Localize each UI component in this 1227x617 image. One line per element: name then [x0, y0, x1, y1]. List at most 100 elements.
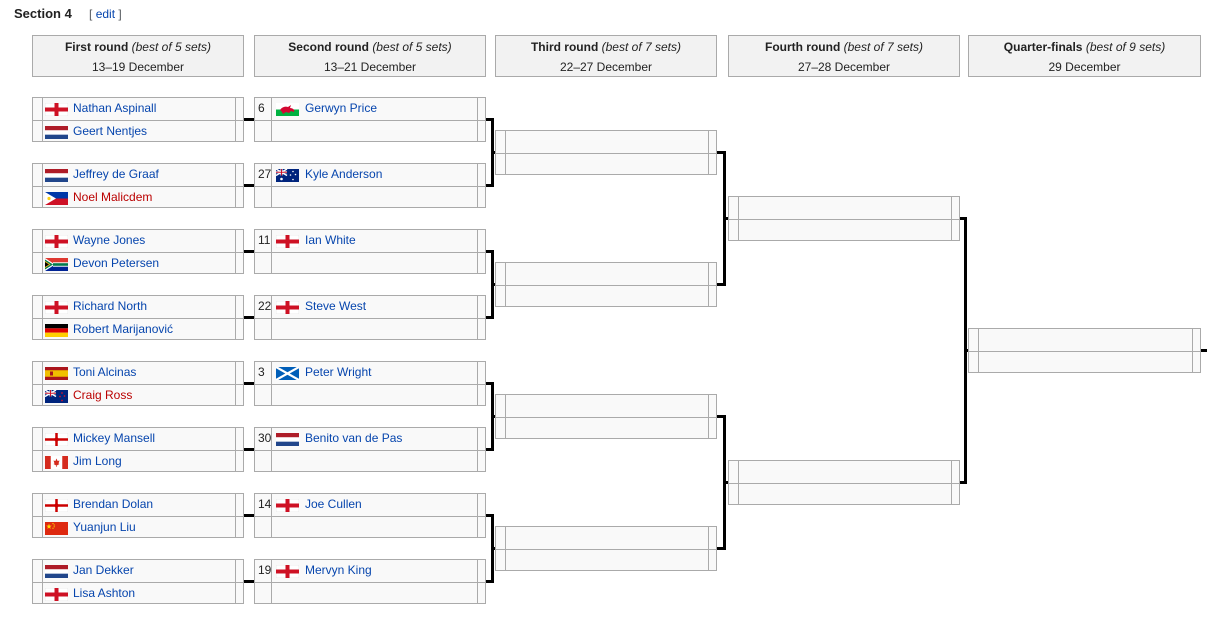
seed-cell: 11	[255, 230, 272, 252]
match-slot: Toni Alcinas	[33, 362, 243, 384]
player-link[interactable]: Craig Ross	[73, 388, 133, 402]
round-name: Second round	[288, 40, 369, 54]
player-link[interactable]: Richard North	[73, 299, 148, 313]
second-round-match: 11 Ian White	[254, 229, 486, 274]
bracket-connector	[960, 217, 964, 220]
seed-cell	[496, 395, 506, 417]
edit-link[interactable]: edit	[95, 7, 116, 21]
match-slot	[255, 450, 485, 472]
round-format: (best of 9 sets)	[1085, 40, 1166, 54]
player-link[interactable]: Jeffrey de Graaf	[73, 167, 159, 181]
match-slot	[496, 395, 716, 417]
score-cell	[235, 121, 243, 142]
score-cell	[235, 253, 243, 274]
bracket-connector	[244, 580, 254, 583]
match-slot: Lisa Ashton	[33, 582, 243, 604]
match-slot	[496, 263, 716, 285]
player-link[interactable]: Devon Petersen	[73, 256, 160, 270]
match-slot: 30 Benito van de Pas	[255, 428, 485, 450]
match-slot: Mickey Mansell	[33, 428, 243, 450]
player-link[interactable]: Mickey Mansell	[73, 431, 156, 445]
bracket-connector	[244, 382, 254, 385]
bracket-connector	[723, 481, 728, 484]
canada-flag-icon	[45, 456, 68, 469]
player-link[interactable]: Steve West	[305, 299, 367, 313]
bracket-connector	[244, 118, 254, 121]
score-cell	[477, 451, 485, 472]
match-slot: Geert Nentjes	[33, 120, 243, 142]
seed-cell	[969, 329, 979, 351]
player-name: Jan Dekker	[73, 560, 134, 581]
england-flag-icon	[45, 588, 68, 601]
bracket-connector	[486, 184, 491, 187]
player-link[interactable]: Jim Long	[73, 454, 122, 468]
round-header-1: First round (best of 5 sets)13–19 Decemb…	[32, 35, 244, 77]
score-cell	[477, 560, 485, 582]
player-link[interactable]: Wayne Jones	[73, 233, 146, 247]
player-link[interactable]: Jan Dekker	[73, 563, 134, 577]
player-link[interactable]: Ian White	[305, 233, 356, 247]
seed-cell	[33, 517, 43, 538]
bracket-connector	[491, 151, 495, 154]
seed-cell	[33, 362, 43, 384]
score-cell	[477, 494, 485, 516]
player-link[interactable]: Nathan Aspinall	[73, 101, 157, 115]
player-link[interactable]: Peter Wright	[305, 365, 372, 379]
round-title-line: Quarter-finals (best of 9 sets)	[969, 37, 1200, 57]
bracket-connector	[717, 283, 723, 286]
player-link[interactable]: Lisa Ashton	[73, 586, 136, 600]
score-cell	[235, 560, 243, 582]
player-name: Devon Petersen	[73, 253, 159, 274]
seed-cell: 19	[255, 560, 272, 582]
score-cell	[477, 253, 485, 274]
player-link[interactable]: Mervyn King	[305, 563, 372, 577]
player-name: Craig Ross	[73, 385, 132, 406]
seed-cell: 30	[255, 428, 272, 450]
round-name: Fourth round	[764, 40, 841, 54]
player-name: Mervyn King	[305, 560, 372, 581]
score-cell	[477, 187, 485, 208]
score-cell	[708, 286, 716, 307]
player-name: Mickey Mansell	[73, 428, 155, 449]
player-name: Peter Wright	[305, 362, 371, 383]
score-cell	[477, 98, 485, 120]
score-cell	[477, 319, 485, 340]
score-cell	[708, 131, 716, 153]
player-link[interactable]: Noel Malicdem	[73, 190, 153, 204]
round-name: Quarter-finals	[1003, 40, 1083, 54]
player-name: Robert Marijanović	[73, 319, 173, 340]
player-link[interactable]: Kyle Anderson	[305, 167, 383, 181]
fourth-round-match	[728, 460, 960, 505]
player-link[interactable]: Toni Alcinas	[73, 365, 137, 379]
england-flag-icon	[276, 235, 299, 248]
round-name: First round	[64, 40, 129, 54]
bracket-connector	[486, 118, 491, 121]
match-slot: Devon Petersen	[33, 252, 243, 274]
player-link[interactable]: Joe Cullen	[305, 497, 362, 511]
round-format: (best of 7 sets)	[601, 40, 682, 54]
player-link[interactable]: Yuanjun Liu	[73, 520, 136, 534]
player-link[interactable]: Geert Nentjes	[73, 124, 148, 138]
spain-flag-icon	[45, 367, 68, 380]
match-slot	[496, 527, 716, 549]
player-name: Gerwyn Price	[305, 98, 377, 119]
seed-cell: 14	[255, 494, 272, 516]
edit-bracket-open: [	[89, 7, 93, 21]
score-cell	[235, 385, 243, 406]
netherlands-flag-icon	[276, 433, 299, 446]
south-africa-flag-icon	[45, 258, 68, 271]
player-link[interactable]: Robert Marijanović	[73, 322, 174, 336]
seed-cell	[33, 98, 43, 120]
score-cell	[235, 583, 243, 604]
match-slot	[496, 417, 716, 439]
player-name: Nathan Aspinall	[73, 98, 156, 119]
second-round-match: 19 Mervyn King	[254, 559, 486, 604]
score-cell	[235, 230, 243, 252]
player-link[interactable]: Benito van de Pas	[305, 431, 403, 445]
player-link[interactable]: Gerwyn Price	[305, 101, 378, 115]
seed-cell	[33, 428, 43, 450]
seed-cell: 22	[255, 296, 272, 318]
player-link[interactable]: Brendan Dolan	[73, 497, 154, 511]
score-cell	[951, 220, 959, 241]
